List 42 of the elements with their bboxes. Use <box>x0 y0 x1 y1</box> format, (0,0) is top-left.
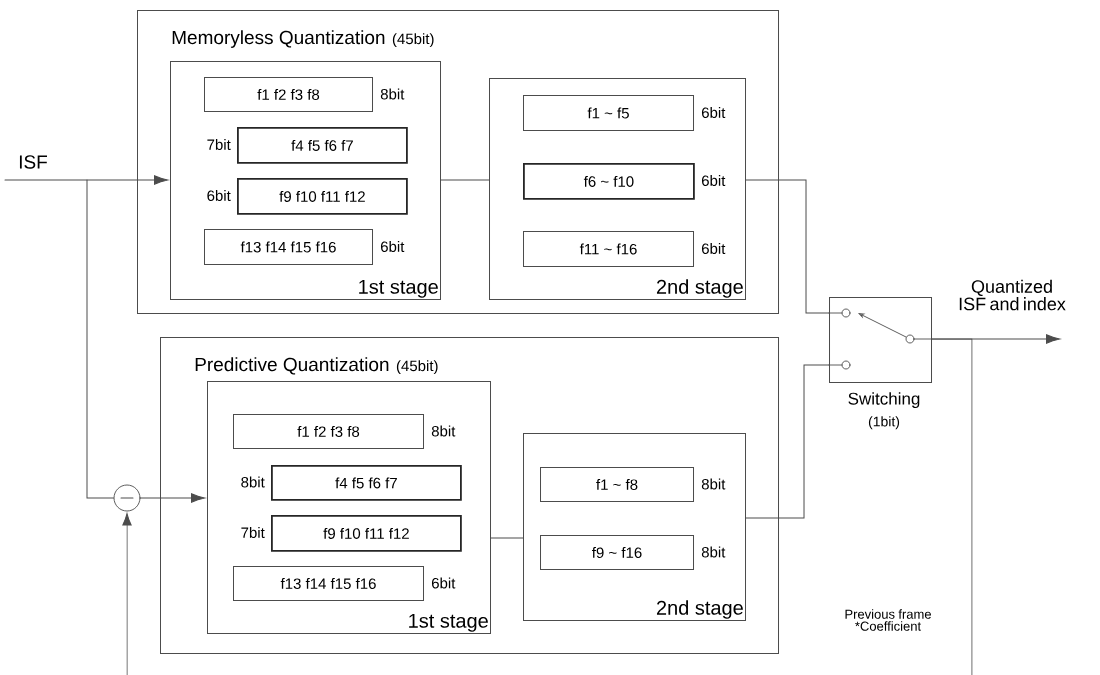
quantizer-box: f11 ~ f16 <box>523 231 694 267</box>
switch-label: Switching <box>848 392 920 409</box>
bit-label: 6bit <box>207 190 231 201</box>
connector-line <box>931 338 973 675</box>
quantizer-box: f9 f10 f11 f12 <box>271 515 462 552</box>
bit-label: 8bit <box>701 478 726 490</box>
connector-line <box>122 513 132 675</box>
note-text: Previous frame *Coefficient <box>845 609 931 631</box>
switch-box <box>828 297 932 383</box>
quantizer-box: f1 ~ f5 <box>523 95 694 131</box>
bit-label: 8bit <box>241 476 265 488</box>
bit-label: 6bit <box>702 243 726 254</box>
bit-label: 6bit <box>380 241 405 252</box>
quantizer-box: f6 ~ f10 <box>523 163 695 200</box>
subtractor-circle <box>113 484 141 512</box>
quantizer-box: f1 f2 f3 f8 <box>233 414 424 449</box>
quantizer-box: f1 ~ f8 <box>540 467 694 502</box>
bit-label: 7bit <box>207 139 231 150</box>
quantizer-box: f13 f14 f15 f16 <box>233 566 424 601</box>
connector-line <box>490 537 524 539</box>
bit-label: 8bit <box>701 546 726 558</box>
quantizer-box: f4 f5 f6 f7 <box>237 127 408 164</box>
bit-label: 7bit <box>241 527 265 538</box>
connector-line <box>440 179 490 181</box>
input-label: ISF <box>19 155 47 169</box>
bit-label: 8bit <box>380 88 405 100</box>
connector-line <box>139 493 206 503</box>
quantizer-box: f13 f14 f15 f16 <box>204 229 373 265</box>
quantizer-box: f9 f10 f11 f12 <box>237 178 408 215</box>
bit-label: (1bit) <box>868 416 900 430</box>
bit-label: 6bit <box>702 175 726 186</box>
bit-label: 6bit <box>702 107 726 118</box>
quantizer-box: f4 f5 f6 f7 <box>271 465 462 501</box>
connector-line <box>86 179 115 499</box>
quantizer-box: f1 f2 f3 f8 <box>204 77 373 112</box>
quantizer-box: f9 ~ f16 <box>540 535 694 570</box>
output-label: Quantized ISF and index <box>959 279 1066 311</box>
connector-line <box>4 175 169 185</box>
connector-line <box>745 364 830 519</box>
bit-label: 8bit <box>431 425 456 437</box>
bit-label: 6bit <box>431 577 456 589</box>
connector-line <box>745 179 830 314</box>
